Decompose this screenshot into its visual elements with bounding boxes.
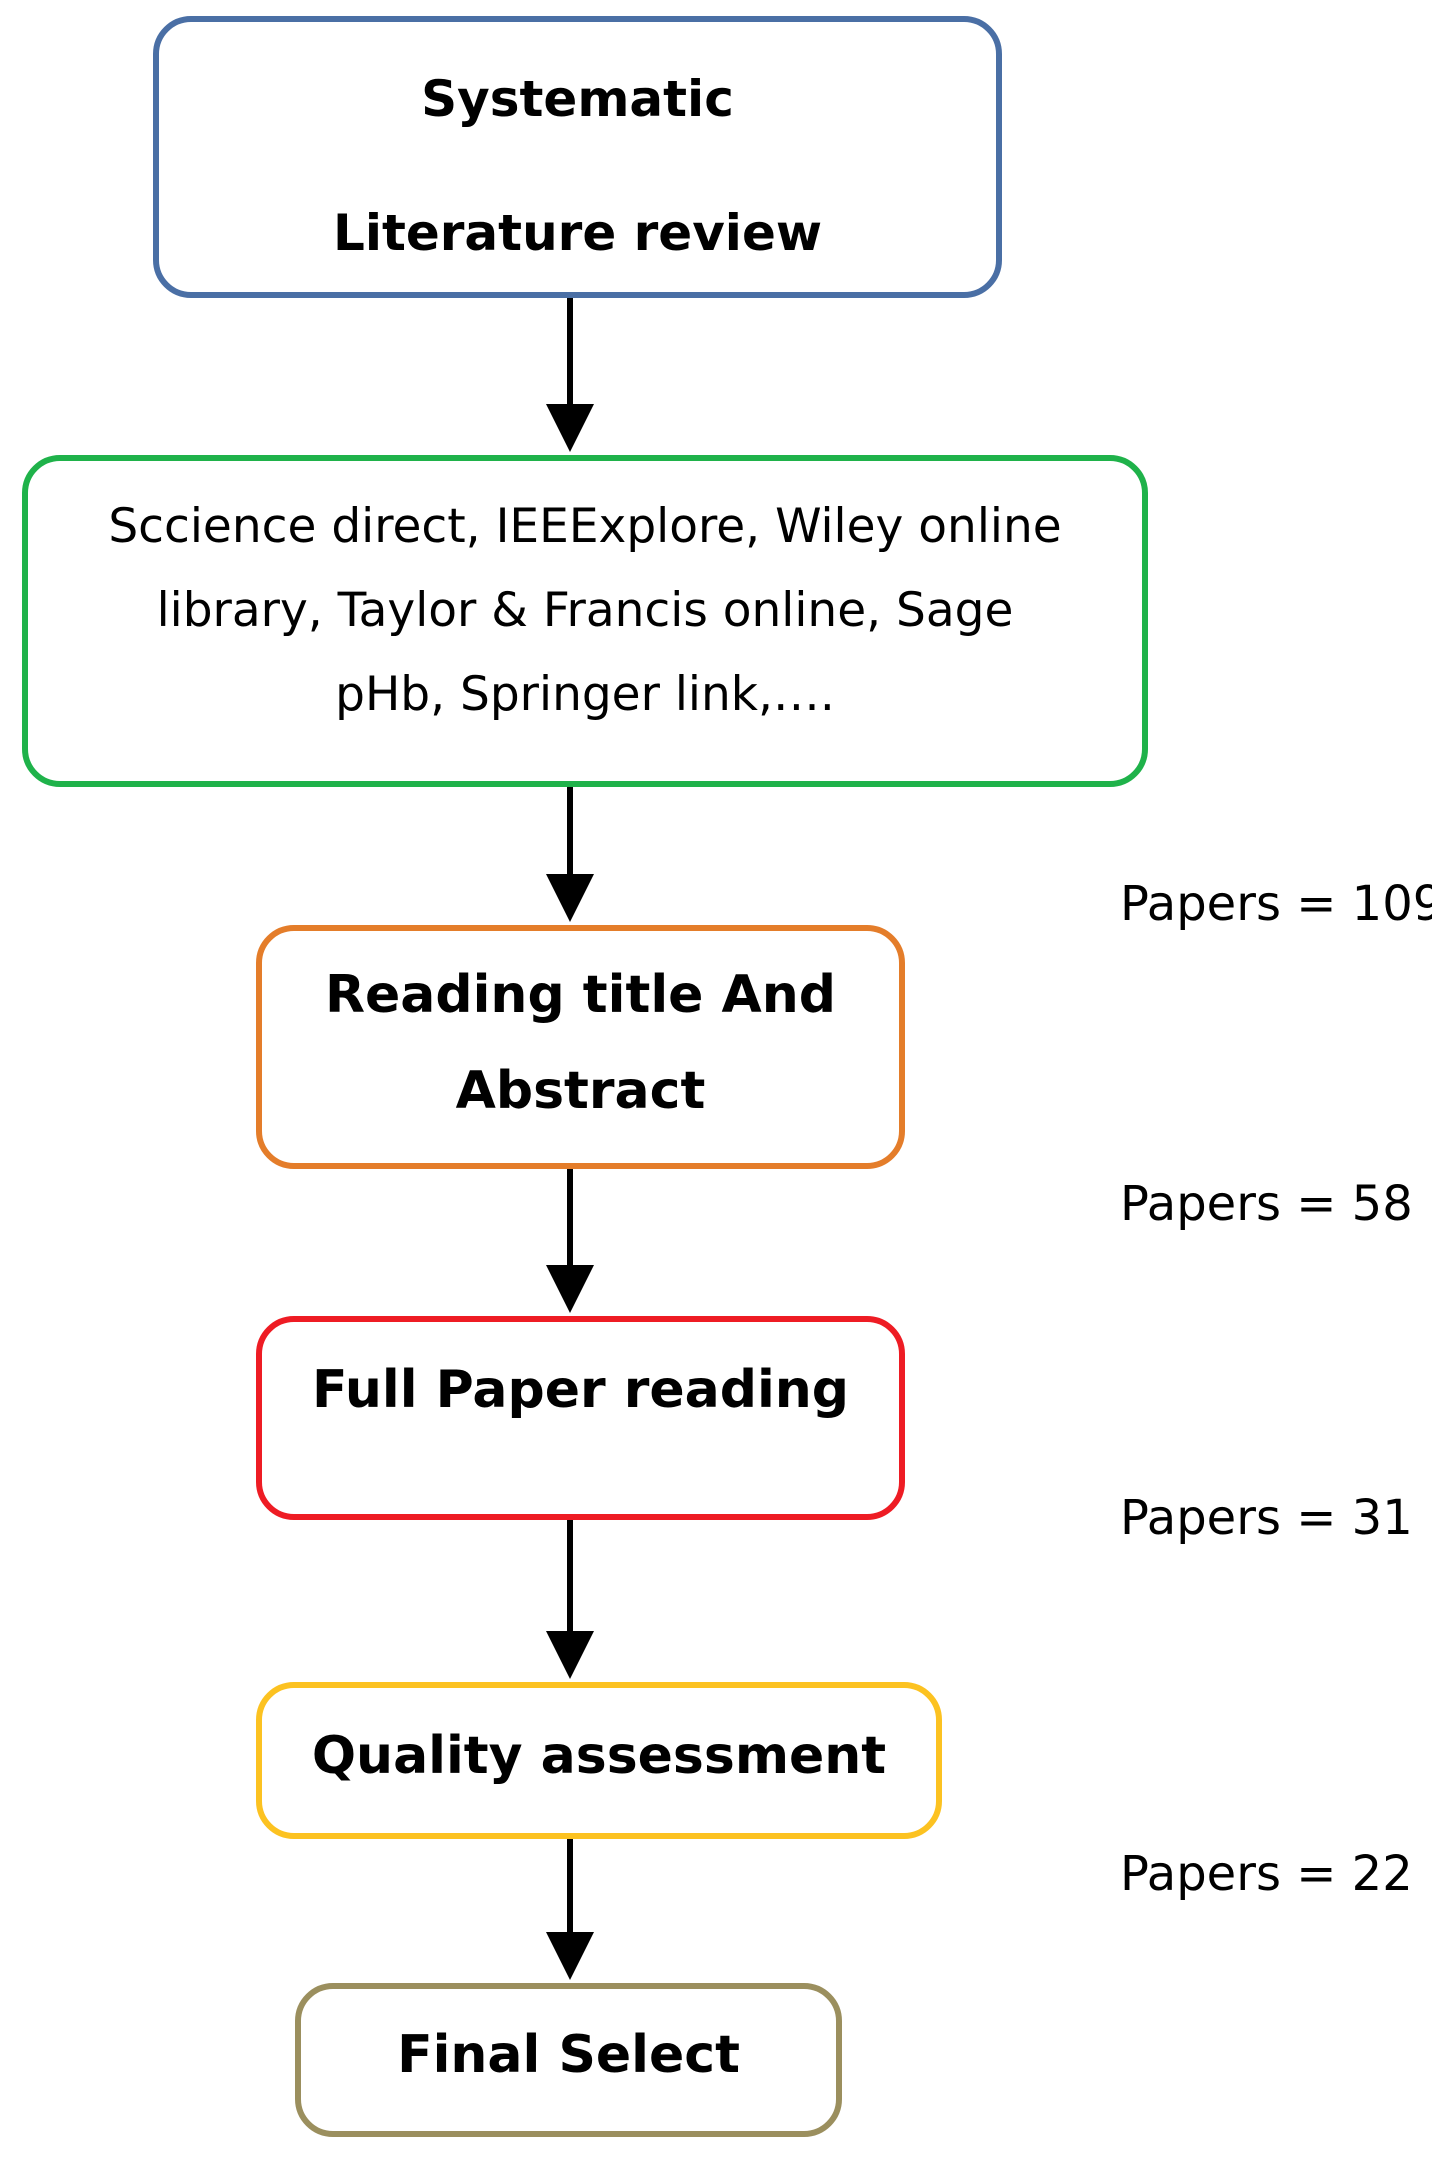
step-slr-line2: Literature review (332, 204, 823, 262)
step-quality-label: Quality assessment (311, 1725, 887, 1786)
step-final-label: Final Select (397, 2025, 740, 2085)
count-after-search: Papers = 109 (1120, 876, 1432, 932)
step-full-paper-reading: Full Paper reading (256, 1316, 905, 1520)
step-databases-line1: Sccience direct, IEEExplore, Wiley onlin… (108, 499, 1062, 554)
step-systematic-literature-review: Systematic Literature review (153, 16, 1002, 298)
step-reading-title-abstract: Reading title And Abstract (256, 925, 905, 1169)
step-full-paper-label: Full Paper reading (311, 1360, 850, 1420)
step-title-line2: Abstract (455, 1061, 706, 1121)
count-after-quality: Papers = 22 (1120, 1846, 1413, 1902)
count-after-full-paper: Papers = 31 (1120, 1490, 1413, 1546)
step-databases-line2: library, Taylor & Francis online, Sage (156, 583, 1014, 638)
step-slr-line1: Systematic (421, 70, 734, 128)
step-title-line1: Reading title And (324, 965, 836, 1025)
step-quality-assessment: Quality assessment (256, 1682, 942, 1839)
step-databases: Sccience direct, IEEExplore, Wiley onlin… (22, 455, 1148, 787)
step-databases-line3: pHb, Springer link,…. (335, 667, 835, 722)
step-final-select: Final Select (295, 1983, 842, 2137)
count-after-title-abstract: Papers = 58 (1120, 1176, 1413, 1232)
